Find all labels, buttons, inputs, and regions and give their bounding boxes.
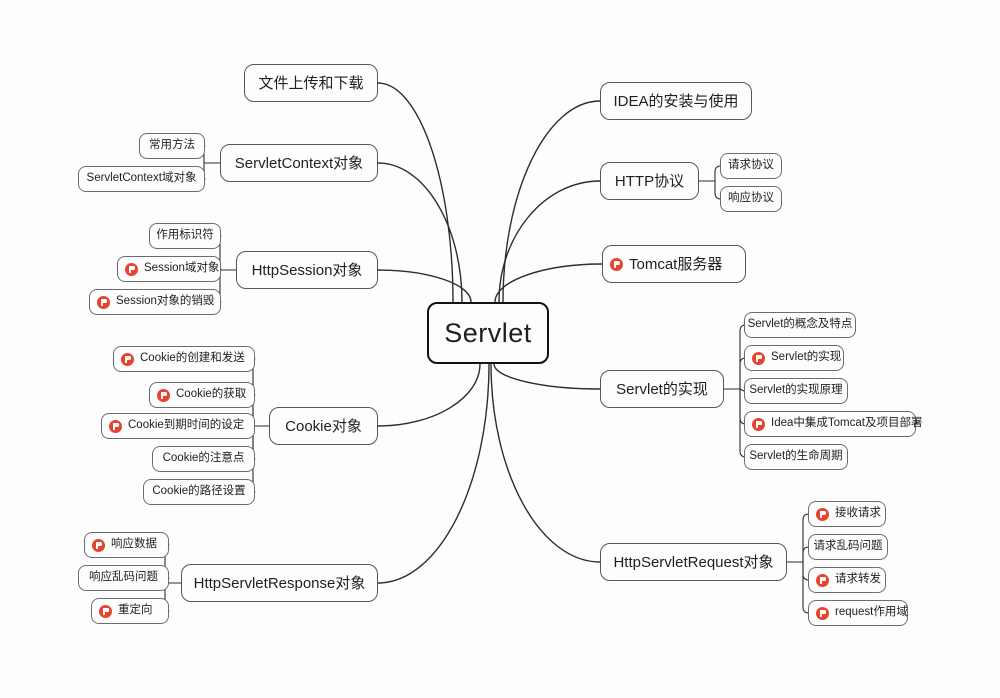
edge	[377, 162, 463, 303]
flag-icon	[99, 604, 112, 618]
flag-icon	[752, 417, 765, 431]
branch-servletcontext-object-label: ServletContext对象	[234, 154, 364, 172]
flag-icon	[816, 606, 829, 620]
subnode-request-scope-label: request作用域	[835, 606, 908, 619]
subnode-cookie-get-label: Cookie的获取	[176, 388, 247, 401]
subnode-cookie-notes-label: Cookie的注意点	[162, 452, 245, 465]
subnode-cookie-path-setting[interactable]: Cookie的路径设置	[143, 479, 255, 505]
branch-http-protocol-label: HTTP协议	[614, 172, 685, 190]
subnode-scope-identifier[interactable]: 作用标识符	[149, 223, 221, 249]
flag-icon	[816, 507, 829, 521]
subnode-servletcontext-scope-object[interactable]: ServletContext域对象	[78, 166, 205, 192]
subnode-servlet-concept-features-label: Servlet的概念及特点	[747, 318, 853, 331]
flag-icon	[816, 573, 829, 587]
edge	[377, 269, 472, 303]
branch-httpsession-object-label: HttpSession对象	[251, 261, 363, 279]
subnode-response-data[interactable]: 响应数据	[84, 532, 169, 558]
subnode-session-destroy[interactable]: Session对象的销毁	[89, 289, 221, 315]
subnode-request-encoding-issue-label: 请求乱码问题	[813, 540, 883, 553]
subnode-response-protocol[interactable]: 响应协议	[720, 186, 782, 212]
branch-httpservletrequest-object[interactable]: HttpServletRequest对象	[600, 543, 787, 581]
subnode-response-protocol-label: 响应协议	[728, 192, 774, 205]
branch-idea-install-use[interactable]: IDEA的安装与使用	[600, 82, 752, 120]
flag-icon	[97, 295, 110, 309]
subnode-request-forward-label: 请求转发	[835, 573, 881, 586]
flag-icon	[109, 419, 122, 433]
flag-icon	[610, 257, 623, 271]
branch-httpservletresponse-object[interactable]: HttpServletResponse对象	[181, 564, 378, 602]
branch-httpsession-object[interactable]: HttpSession对象	[236, 251, 378, 289]
subnode-scope-identifier-label: 作用标识符	[156, 229, 214, 242]
subnode-redirect[interactable]: 重定向	[91, 598, 169, 624]
branch-servlet-implementation-label: Servlet的实现	[616, 380, 708, 398]
edge	[494, 263, 603, 303]
subnode-servlet-concept-features[interactable]: Servlet的概念及特点	[744, 312, 856, 338]
subnode-common-methods[interactable]: 常用方法	[139, 133, 205, 159]
subnode-cookie-notes[interactable]: Cookie的注意点	[152, 446, 255, 472]
flag-icon	[125, 262, 138, 276]
edge	[377, 363, 490, 584]
subnode-cookie-get[interactable]: Cookie的获取	[149, 382, 255, 408]
subnode-receive-request-label: 接收请求	[835, 507, 881, 520]
subnode-response-encoding-issue-label: 响应乱码问题	[89, 571, 158, 584]
subnode-servlet-lifecycle-label: Servlet的生命周期	[749, 450, 843, 463]
edge	[377, 82, 454, 303]
subnode-response-data-label: 响应数据	[111, 538, 157, 551]
subnode-servlet-impl-principle[interactable]: Servlet的实现原理	[744, 378, 848, 404]
edge	[493, 363, 601, 390]
branch-servletcontext-object[interactable]: ServletContext对象	[220, 144, 378, 182]
flag-icon	[157, 388, 170, 402]
branch-httpservletresponse-object-label: HttpServletResponse对象	[193, 574, 366, 592]
subnode-request-protocol[interactable]: 请求协议	[720, 153, 782, 179]
subnode-cookie-expire-time-label: Cookie到期时间的设定	[128, 419, 245, 432]
subnode-cookie-path-setting-label: Cookie的路径设置	[152, 485, 246, 498]
subnode-servlet-impl-label: Servlet的实现	[771, 351, 842, 364]
branch-cookie-object-label: Cookie对象	[285, 417, 362, 435]
root-node-servlet[interactable]: Servlet	[427, 302, 549, 364]
branch-tomcat-server-label: Tomcat服务器	[629, 255, 723, 273]
flag-icon	[752, 351, 765, 365]
subnode-cookie-create-send-label: Cookie的创建和发送	[140, 352, 245, 365]
flag-icon	[121, 352, 134, 366]
branch-servlet-implementation[interactable]: Servlet的实现	[600, 370, 724, 408]
branch-file-upload-download[interactable]: 文件上传和下载	[244, 64, 378, 102]
subnode-session-destroy-label: Session对象的销毁	[116, 295, 215, 308]
edge	[498, 180, 601, 303]
root-node-servlet-label: Servlet	[444, 317, 532, 348]
subnode-cookie-expire-time[interactable]: Cookie到期时间的设定	[101, 413, 255, 439]
subnode-redirect-label: 重定向	[118, 604, 153, 617]
subnode-servlet-impl[interactable]: Servlet的实现	[744, 345, 844, 371]
subnode-response-encoding-issue[interactable]: 响应乱码问题	[78, 565, 169, 591]
branch-cookie-object[interactable]: Cookie对象	[269, 407, 378, 445]
subnode-servlet-lifecycle[interactable]: Servlet的生命周期	[744, 444, 848, 470]
subnode-request-forward[interactable]: 请求转发	[808, 567, 886, 593]
subnode-session-scope-object-label: Session域对象	[144, 262, 220, 275]
branch-http-protocol[interactable]: HTTP协议	[600, 162, 699, 200]
branch-file-upload-download-label: 文件上传和下载	[258, 74, 364, 92]
edge	[490, 363, 601, 563]
subnode-idea-tomcat-deploy[interactable]: Idea中集成Tomcat及项目部署	[744, 411, 922, 437]
subnode-request-encoding-issue[interactable]: 请求乱码问题	[808, 534, 888, 560]
subnode-common-methods-label: 常用方法	[149, 139, 195, 152]
edge	[377, 363, 481, 427]
branch-tomcat-server[interactable]: Tomcat服务器	[602, 245, 746, 283]
subnode-session-scope-object[interactable]: Session域对象	[117, 256, 221, 282]
subnode-request-scope[interactable]: request作用域	[808, 600, 908, 626]
subnode-idea-tomcat-deploy-label: Idea中集成Tomcat及项目部署	[771, 417, 923, 430]
subnode-servletcontext-scope-object-label: ServletContext域对象	[86, 172, 197, 185]
flag-icon	[92, 538, 105, 552]
subnode-request-protocol-label: 请求协议	[728, 159, 774, 172]
branch-httpservletrequest-object-label: HttpServletRequest对象	[613, 553, 774, 571]
subnode-cookie-create-send[interactable]: Cookie的创建和发送	[113, 346, 255, 372]
branch-idea-install-use-label: IDEA的安装与使用	[613, 92, 739, 110]
subnode-receive-request[interactable]: 接收请求	[808, 501, 886, 527]
edge	[502, 100, 601, 303]
subnode-servlet-impl-principle-label: Servlet的实现原理	[749, 384, 843, 397]
